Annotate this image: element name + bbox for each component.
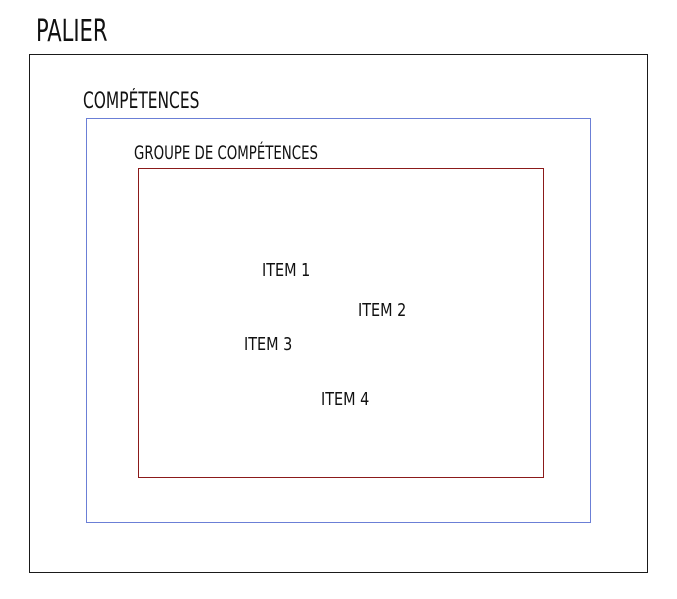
palier-container (29, 54, 648, 573)
competences-title: COMPÉTENCES (83, 89, 200, 114)
palier-title: PALIER (36, 14, 108, 49)
item-2-label: ITEM 2 (358, 300, 407, 321)
competences-container (86, 118, 591, 523)
groupe-de-competences-container (138, 168, 544, 478)
item-1-label: ITEM 1 (262, 260, 311, 281)
groupe-de-competences-title: GROUPE DE COMPÉTENCES (134, 142, 318, 164)
item-4-label: ITEM 4 (321, 389, 370, 410)
item-3-label: ITEM 3 (244, 334, 293, 355)
